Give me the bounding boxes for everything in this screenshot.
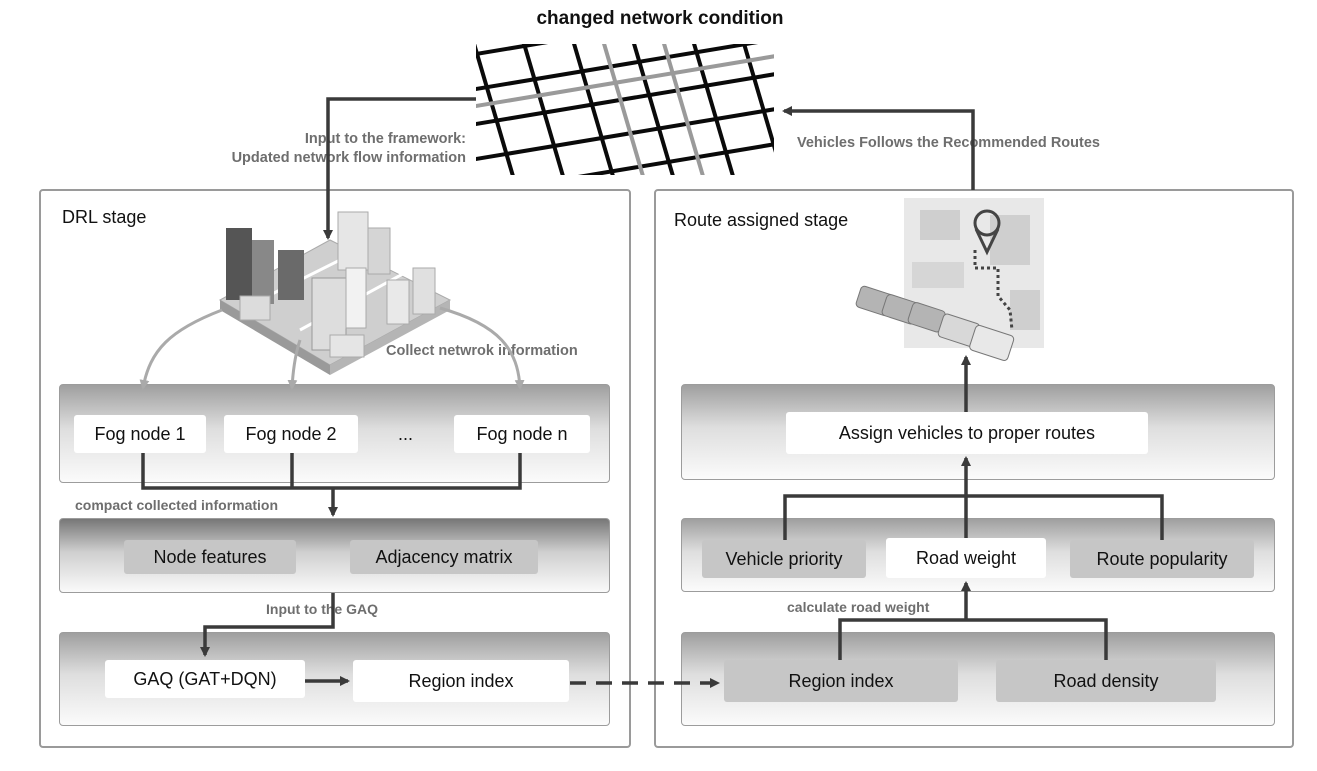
road-density-box: Road density bbox=[996, 660, 1216, 702]
road-weight-box: Road weight bbox=[886, 538, 1046, 578]
page-title: changed network condition bbox=[536, 8, 784, 29]
fog-node-1: Fog node 1 bbox=[74, 415, 206, 453]
fog-node-ellipsis: ... bbox=[398, 424, 414, 444]
gaq-box: GAQ (GAT+DQN) bbox=[105, 660, 305, 698]
fog-node-2: Fog node 2 bbox=[224, 415, 358, 453]
calc-weight-note: calculate road weight bbox=[787, 599, 930, 615]
input-framework-note: Input to the framework: Updated network … bbox=[190, 130, 466, 168]
vehicle-priority-box: Vehicle priority bbox=[702, 540, 866, 578]
collect-info-note: Collect netwrok information bbox=[386, 343, 578, 359]
adjacency-matrix-box: Adjacency matrix bbox=[350, 540, 538, 574]
route-popularity-box: Route popularity bbox=[1070, 540, 1254, 578]
vehicles-follow-note: Vehicles Follows the Recommended Routes bbox=[797, 135, 1100, 151]
node-features-box: Node features bbox=[124, 540, 296, 574]
route-region-index-box: Region index bbox=[724, 660, 958, 702]
route-stage-title: Route assigned stage bbox=[674, 210, 849, 230]
drl-region-index-box: Region index bbox=[353, 660, 569, 702]
assign-routes-box: Assign vehicles to proper routes bbox=[786, 412, 1148, 454]
input-framework-line1: Input to the framework: bbox=[304, 131, 466, 147]
input-gaq-note: Input to the GAQ bbox=[266, 601, 378, 617]
compact-info-note: compact collected information bbox=[75, 497, 279, 513]
assign-band bbox=[681, 384, 1275, 480]
fog-node-n: Fog node n bbox=[454, 415, 590, 453]
input-framework-line2: Updated network flow information bbox=[231, 150, 466, 166]
drl-stage-title: DRL stage bbox=[62, 207, 147, 227]
